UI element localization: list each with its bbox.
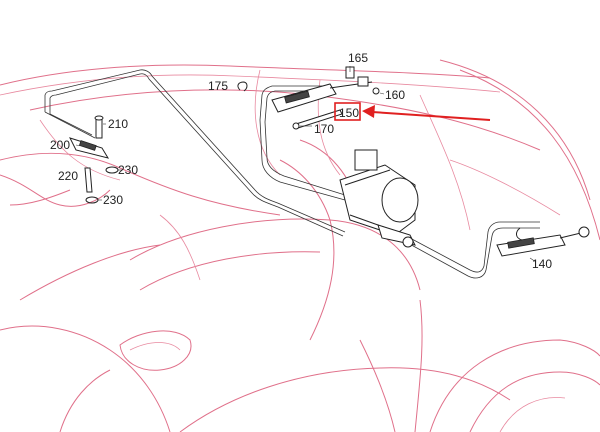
door-rear-edge [359,339,396,432]
front-lip [9,189,71,206]
highlight-annotation [334,102,491,121]
part-175-clip [237,81,248,92]
line-e [259,85,330,121]
callout-160: 160 [385,88,405,102]
leader-lines [75,66,537,263]
callout-150: 150 [339,106,359,120]
trunk-line-2 [449,159,561,216]
callout-165: 165 [348,51,368,65]
mirror-shape [119,330,192,371]
leader-140 [529,257,537,263]
bolt-head [292,122,300,130]
b-pillar [414,299,423,432]
highlight-box-150 [334,102,361,121]
right-cylinder-assembly [496,226,590,257]
right-hose-loop [516,227,523,241]
headlamp-line [0,174,111,207]
car-body-outline [0,59,600,432]
leader-160 [379,92,385,95]
left-cylinder-clamp [78,140,97,151]
line-f [264,90,330,123]
pump-edge-1 [344,169,391,186]
callout-210: 210 [108,117,128,131]
roof-inner-line [0,74,501,96]
hydraulic-pump-unit [339,149,419,248]
line-c [394,221,540,273]
rear-curve-top [439,59,591,201]
front-wheel-inner [59,369,111,432]
pump-valve [354,149,378,171]
part-160-pin [372,87,380,95]
front-inner-line [39,119,121,181]
line-a [44,69,346,233]
fender-inner [159,214,201,281]
callout-230-lower: 230 [103,193,123,207]
mirror-detail [129,342,181,351]
rear-curve-outer [459,69,600,241]
part-140-cylinder [496,234,566,257]
line-a-end [44,111,96,139]
roof-line [0,64,491,86]
hood-line [0,152,281,216]
upper-cylinder-assembly [237,66,380,130]
fender-line [19,244,161,301]
a-pillar [279,159,335,341]
sill-line [179,367,511,432]
part-210-rod [95,117,103,139]
cockpit-line-1 [254,69,281,176]
upper-rod-end [357,76,369,87]
part-230-washer-a [105,166,119,174]
door-mid [139,251,321,291]
leader-200 [75,144,83,147]
callout-140: 140 [532,257,552,271]
part-210-cap [94,115,104,121]
right-rod-end [578,226,590,238]
callout-170: 170 [314,122,334,136]
line-b [49,73,344,237]
front-wheel-arch [0,325,171,432]
line-d [394,227,540,279]
part-220-pin [84,167,93,193]
highlight-arrow-shaft [371,111,491,121]
pump-cap [402,236,414,248]
hydraulic-lines [44,69,540,279]
callout-labels: 165 175 160 150 170 210 200 230 220 230 … [50,51,552,271]
left-cylinder-assembly [69,115,119,204]
pump-motor [381,177,419,223]
line-b-end [49,113,93,136]
line-h [264,121,346,196]
callout-220: 220 [58,169,78,183]
trunk-line [419,94,471,231]
door-top [129,218,421,291]
rear-wheel-inner [469,371,600,432]
callout-230-upper: 230 [118,163,138,177]
rear-tire [499,397,566,432]
rear-wheel-arch [429,339,600,432]
upper-cylinder-clamp [284,90,310,104]
right-cylinder-clamp [507,237,535,249]
line-g [259,119,346,201]
callout-200: 200 [50,138,70,152]
highlight-arrow-head [362,105,375,118]
callout-175: 175 [208,79,228,93]
